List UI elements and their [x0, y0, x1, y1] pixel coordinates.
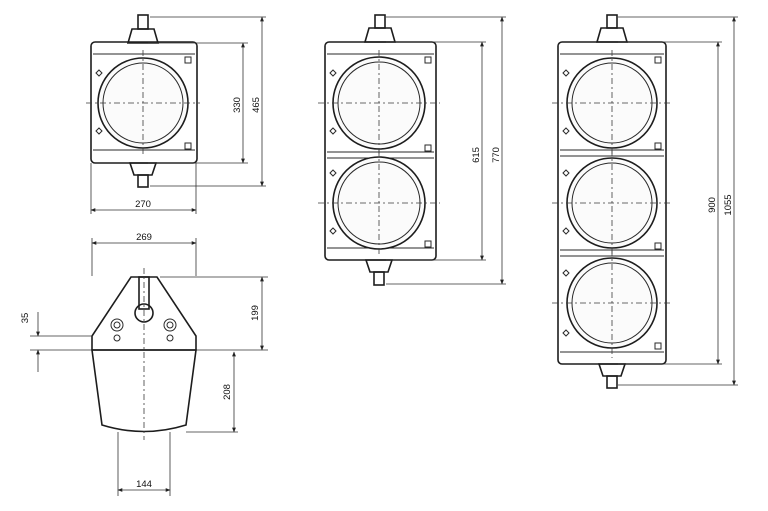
side-view: 269 199 208 35 144: [20, 232, 268, 496]
housing-screws: [562, 56, 662, 350]
top-mount-bracket: [363, 14, 397, 43]
top-mount-bracket: [595, 14, 629, 43]
bottom-mount-bracket: [597, 363, 627, 389]
housing-screws: [95, 56, 192, 150]
bottom-mount-bracket: [128, 162, 158, 188]
one-lens-inner-height-label: 330: [232, 97, 243, 113]
side-top-height-label: 199: [250, 305, 261, 321]
three-lens-inner-height-label: 900: [707, 197, 718, 213]
bottom-mount-bracket: [364, 259, 394, 286]
three-lens-dimension-lines: [618, 16, 738, 386]
two-lens-dimension-lines: [386, 16, 506, 285]
mount-bolt: [134, 303, 154, 323]
side-visor-body: [91, 349, 197, 433]
two-lens-inner-height-label: 615: [471, 147, 482, 163]
side-width-label: 269: [136, 232, 152, 243]
two-lens-signal-head: 615 770: [318, 14, 506, 286]
top-mount-bracket: [126, 14, 160, 44]
side-bottom-width-label: 144: [136, 479, 152, 490]
side-body-height-label: 208: [222, 384, 233, 400]
one-lens-signal-head: 330 465 270: [86, 14, 266, 214]
housing-screws: [329, 56, 432, 248]
three-lens-total-height-label: 1055: [723, 194, 734, 215]
one-lens-total-height-label: 465: [251, 97, 262, 113]
one-lens-width-label: 270: [135, 199, 151, 210]
side-offset-label: 35: [20, 313, 31, 324]
two-lens-total-height-label: 770: [491, 147, 502, 163]
one-lens-dimension-lines: [90, 16, 266, 214]
three-lens-signal-head: 900 1055: [552, 14, 738, 389]
side-dimension-lines: [30, 238, 268, 496]
